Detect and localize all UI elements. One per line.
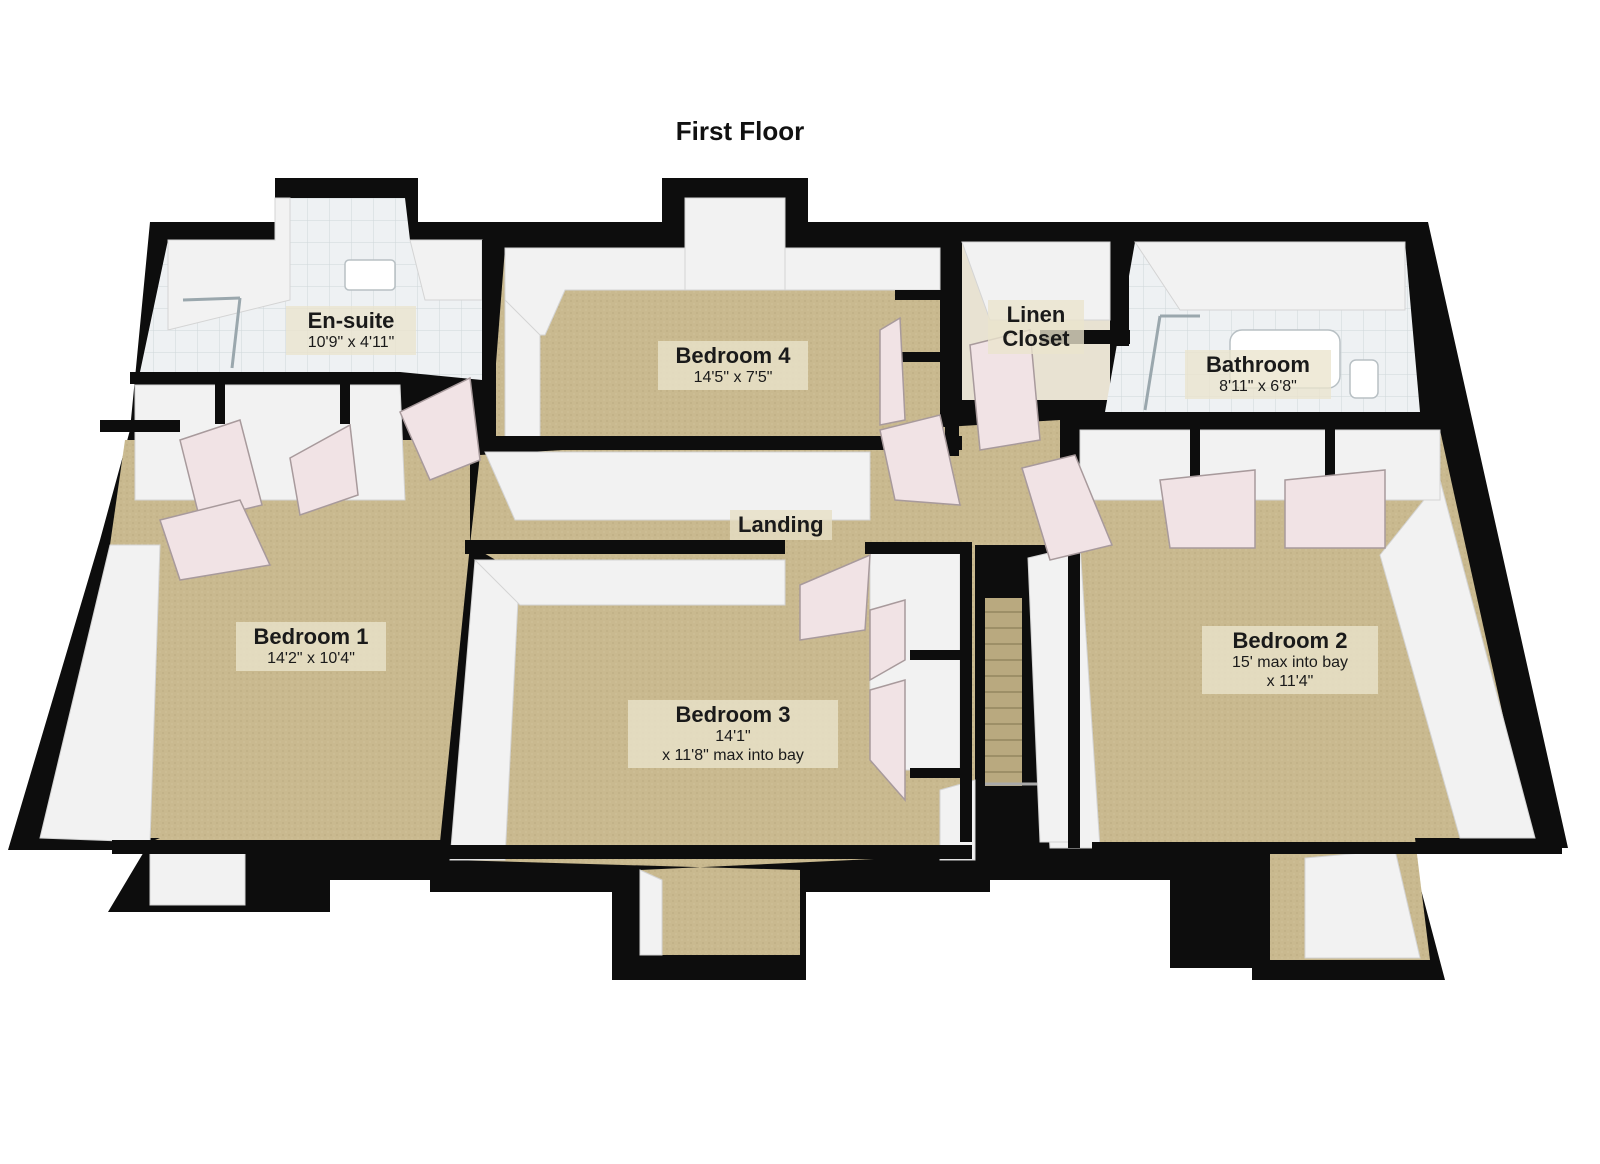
room-name: Bedroom 1 — [253, 624, 369, 649]
room-name: Bathroom — [1206, 352, 1310, 377]
room-dimensions: 10'9" x 4'11" — [307, 334, 395, 351]
room-label-landing: Landing — [730, 510, 832, 540]
room-dimensions: 14'2" x 10'4" — [267, 650, 355, 667]
room-name-line1: Linen — [1006, 302, 1066, 327]
room-label-bedroom2: Bedroom 2 15' max into bay x 11'4" — [1202, 626, 1378, 694]
room-label-bedroom1: Bedroom 1 14'2" x 10'4" — [236, 622, 386, 671]
room-dimensions: 8'11" x 6'8" — [1219, 378, 1297, 395]
room-dimensions-line1: 15' max into bay — [1231, 654, 1348, 671]
room-label-bedroom4: Bedroom 4 14'5" x 7'5" — [658, 341, 808, 390]
room-name: Bedroom 4 — [675, 343, 791, 368]
room-label-ensuite: En-suite 10'9" x 4'11" — [286, 306, 416, 355]
room-name: Bedroom 2 — [1232, 628, 1348, 653]
room-name: En-suite — [307, 308, 395, 333]
room-dimensions-line2: x 11'8" max into bay — [662, 747, 804, 764]
staircase — [985, 598, 1062, 786]
room-dimensions: 14'5" x 7'5" — [693, 369, 773, 386]
shower-screens — [182, 296, 1200, 411]
room-dimensions-line1: 14'1" — [715, 728, 751, 745]
room-label-linen-closet: Linen Closet — [988, 300, 1084, 354]
doors — [159, 316, 1386, 802]
partition-walls — [100, 236, 1562, 859]
room-dimensions-line2: x 11'4" — [1266, 673, 1314, 690]
room-name-line2: Closet — [1002, 326, 1070, 351]
room-name: Bedroom 3 — [675, 702, 791, 727]
room-label-bathroom: Bathroom 8'11" x 6'8" — [1185, 350, 1331, 399]
floor-title: First Floor — [675, 116, 805, 146]
room-label-bedroom3: Bedroom 3 14'1" x 11'8" max into bay — [628, 700, 838, 768]
